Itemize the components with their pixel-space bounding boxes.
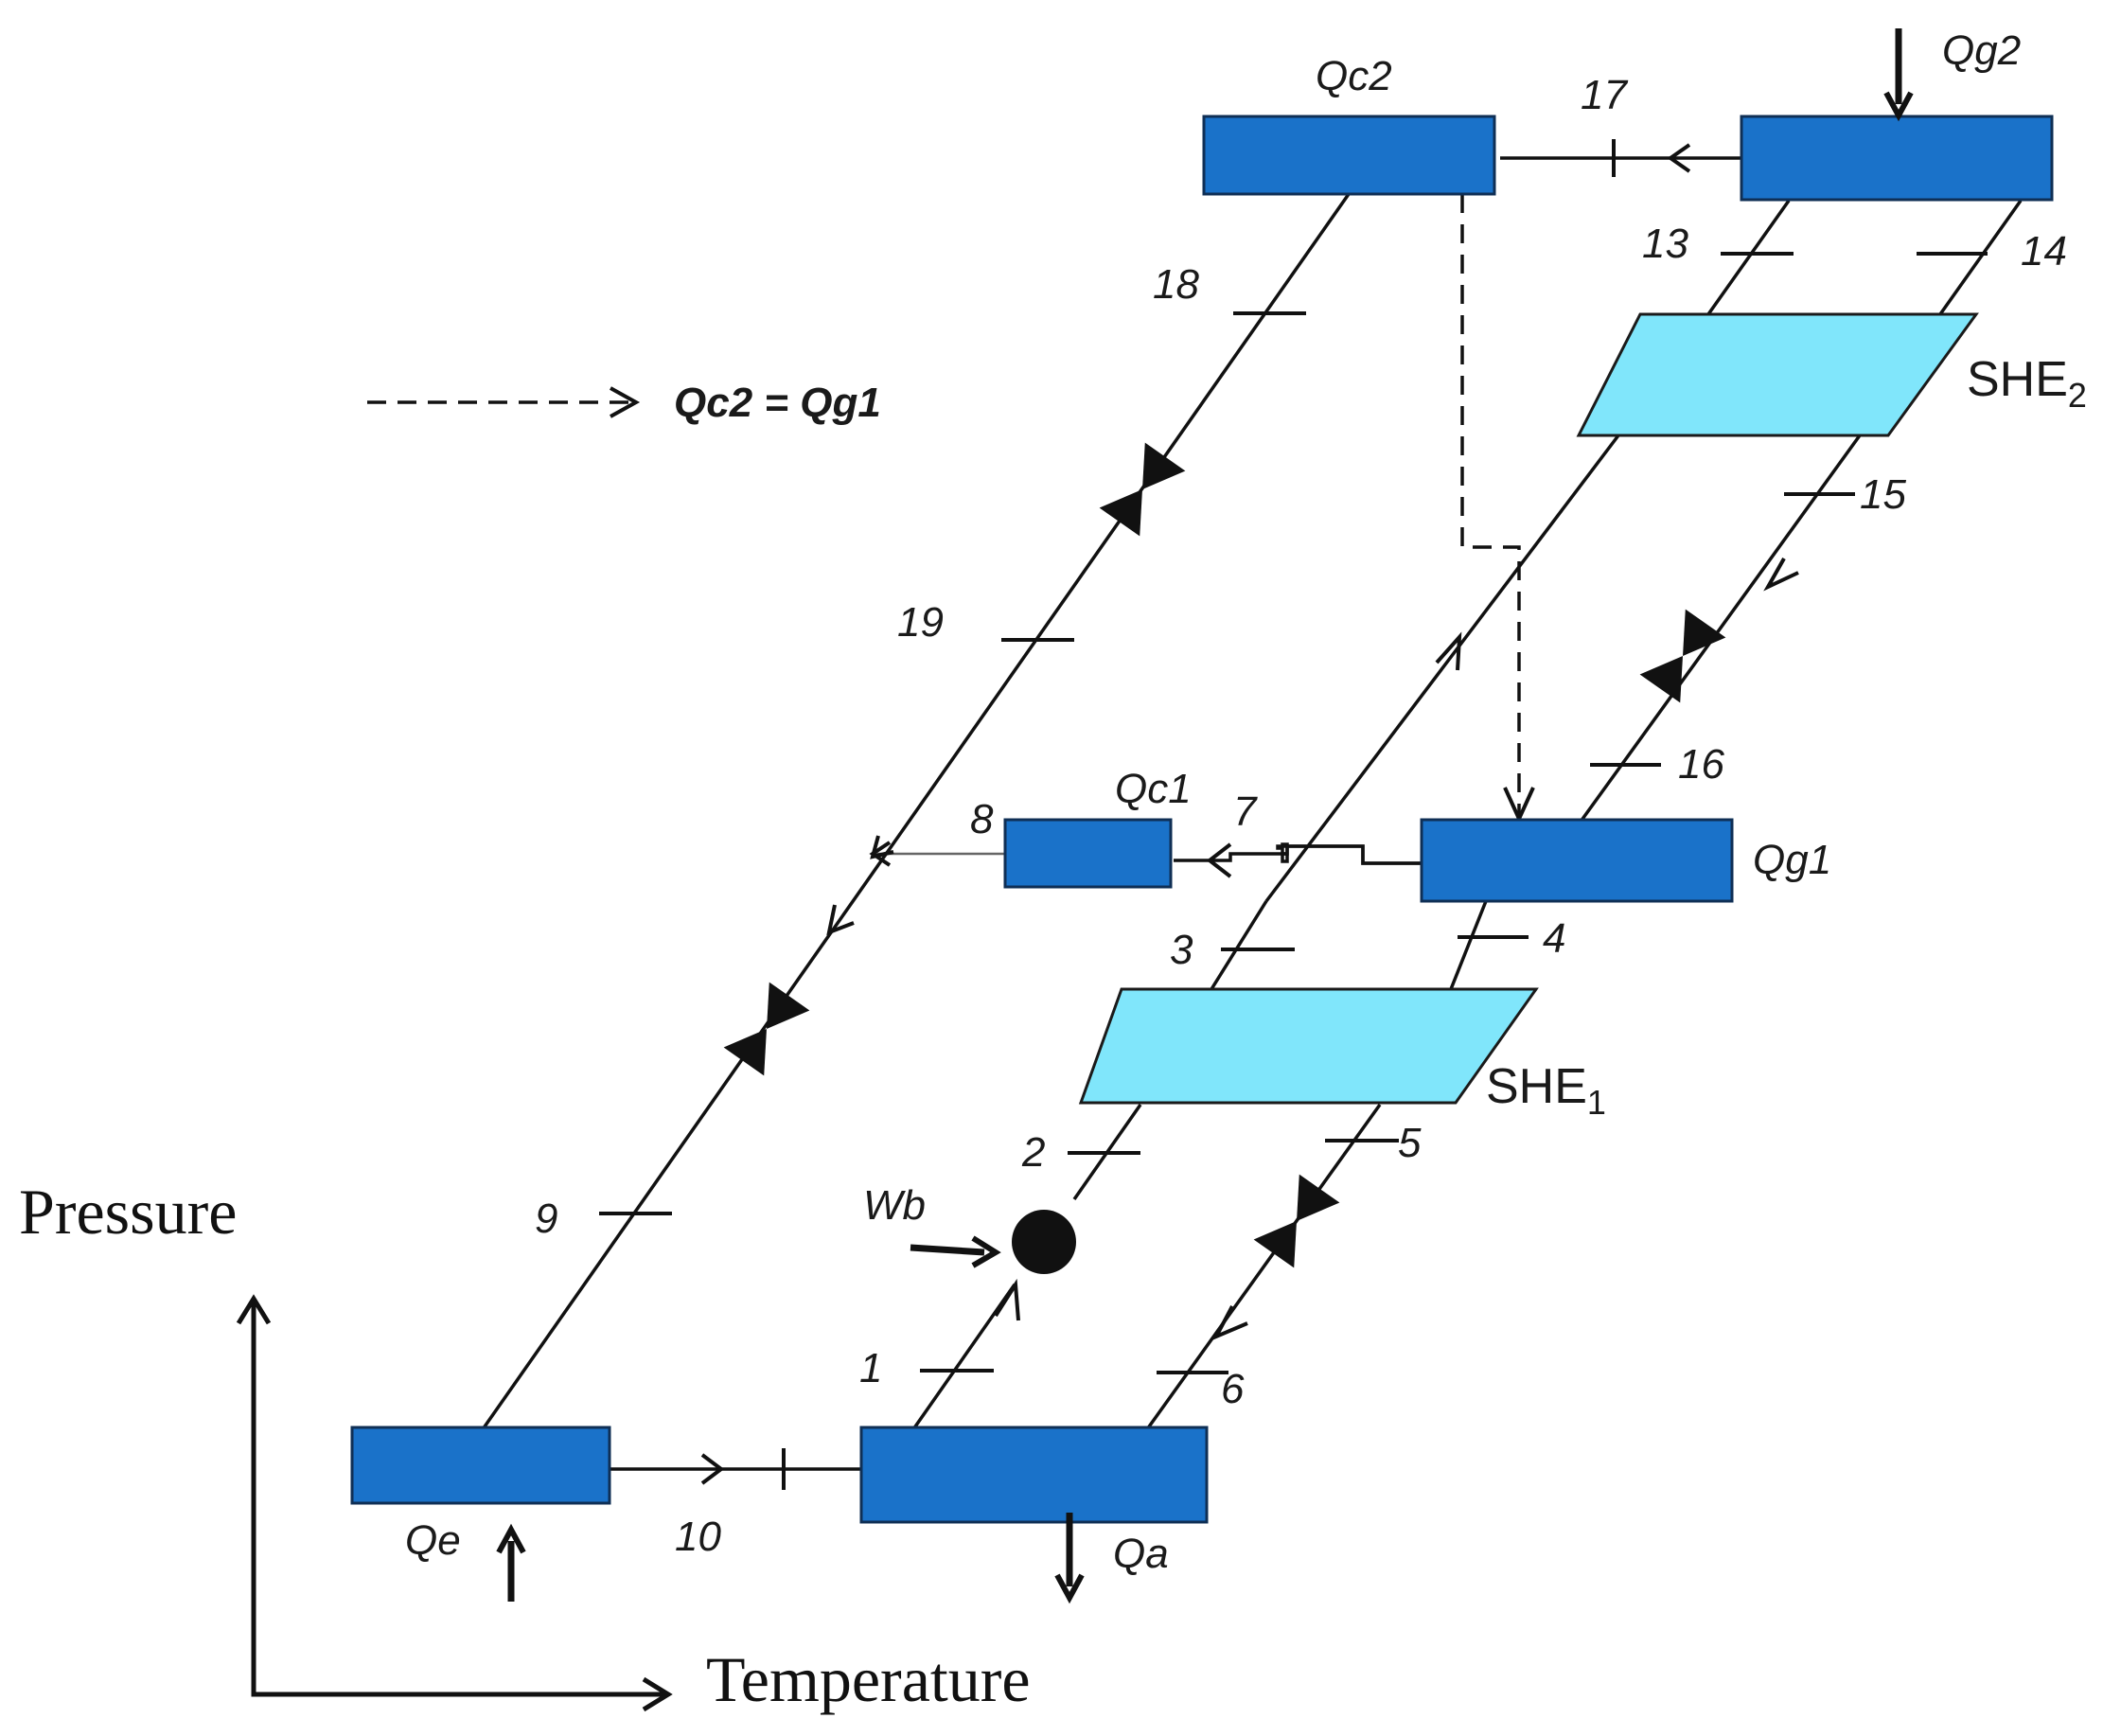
legend: Qc2 = Qg1 [367,380,881,426]
component-labels: Qc2 Qg2 Qc1 Qg1 Qe Qa Wb SHE2 SHE1 [405,27,2087,1577]
state-label-15: 15 [1860,471,1906,518]
state-label-3: 3 [1170,927,1193,973]
arrow-15-down [1763,558,1799,592]
she2-label-text: SHE [1967,352,2068,407]
heat-arrows [496,28,1914,1604]
legend-arrowhead [610,386,641,418]
she1-label: SHE1 [1486,1059,1606,1122]
arrow-left-line-lower [826,904,855,936]
condenser-high-box [1202,115,1496,196]
components [350,115,2054,1524]
pipe-1 [911,1283,1016,1431]
pipe-14 [1938,199,2023,316]
arrow-strong-solution-up [1435,631,1462,671]
arrow-17 [1667,143,1691,173]
pipe-3-continued [1264,434,1620,903]
pipe-refrigerant-left [481,192,1351,1431]
qc2-label: Qc2 [1316,53,1392,99]
qg2-heat-arrowhead [1883,91,1914,122]
state-labels: 1 2 3 4 5 6 7 8 9 10 13 14 15 16 17 18 1… [535,72,2067,1560]
state-label-6: 6 [1221,1366,1245,1412]
qa-label: Qa [1113,1531,1169,1577]
state-label-4: 4 [1543,915,1565,962]
state-label-9: 9 [535,1196,557,1242]
flow-arrows [700,143,1799,1485]
valve-right-lower [1253,1174,1340,1268]
evaporator-box [350,1426,611,1505]
state-label-2: 2 [1021,1129,1045,1176]
wb-work-arrowhead [971,1235,1001,1268]
qa-heat-arrowhead [1054,1573,1085,1604]
state-label-1: 1 [859,1345,882,1391]
qg2-label: Qg2 [1942,27,2021,74]
x-axis-label: Temperature [706,1643,1031,1715]
generator-high-box [1740,115,2054,202]
arrow-6-down [1211,1305,1248,1341]
pipe-7-main [1174,844,1424,865]
pipe-13 [1706,199,1791,316]
wb-label: Wb [863,1182,926,1229]
state-label-7: 7 [1233,788,1258,835]
she2-label: SHE2 [1967,352,2087,415]
arrow-10 [700,1453,725,1485]
absorber-box [859,1426,1209,1524]
state-label-18: 18 [1153,261,1199,308]
expansion-valves [723,442,1726,1268]
pipe-3 [1210,900,1268,990]
y-axis-arrowhead [236,1294,272,1325]
y-axis-label: Pressure [19,1176,237,1248]
arrow-pump-inlet [994,1278,1020,1321]
arrow-8 [869,841,892,867]
condenser-low-box [1003,818,1173,889]
state-label-16: 16 [1678,741,1724,788]
axes: Pressure Temperature [19,1176,1031,1715]
state-label-5: 5 [1398,1120,1422,1166]
qe-label: Qe [405,1517,461,1564]
she1-label-subscript: 1 [1587,1083,1606,1122]
valve-upper-left [1099,442,1186,537]
state-ticks [599,139,1988,1490]
pipe-15-16 [1579,434,1862,824]
pipe-5-6 [1145,1103,1382,1431]
state-label-8: 8 [970,796,994,842]
state-label-14: 14 [2021,228,2067,275]
she2-label-subscript: 2 [2068,376,2087,415]
state-label-13: 13 [1642,221,1688,267]
generator-low-box [1420,818,1734,903]
qc1-label: Qc1 [1115,766,1192,812]
pipe-4 [1449,900,1488,990]
pipes [481,156,2023,1471]
pump-circle [1012,1210,1076,1274]
qe-heat-arrowhead [496,1523,526,1554]
heat-transfer-dashed-line [1460,194,1521,814]
state-label-17: 17 [1581,72,1628,118]
state-label-19: 19 [897,599,944,646]
qg1-label: Qg1 [1753,837,1831,883]
arrow-left-line-upper [870,835,894,859]
legend-text: Qc2 = Qg1 [674,380,881,426]
axes-lines [251,1302,667,1697]
valve-lower-left [723,982,810,1076]
state-label-10: 10 [675,1514,721,1560]
valve-right-upper [1639,609,1726,703]
she2-box [1576,312,1979,437]
she1-box [1078,987,1539,1105]
arrow-into-qc1 [1206,842,1232,878]
wb-work-arrow [910,1244,985,1256]
she1-label-text: SHE [1486,1059,1587,1114]
x-axis-arrowhead [642,1676,673,1712]
